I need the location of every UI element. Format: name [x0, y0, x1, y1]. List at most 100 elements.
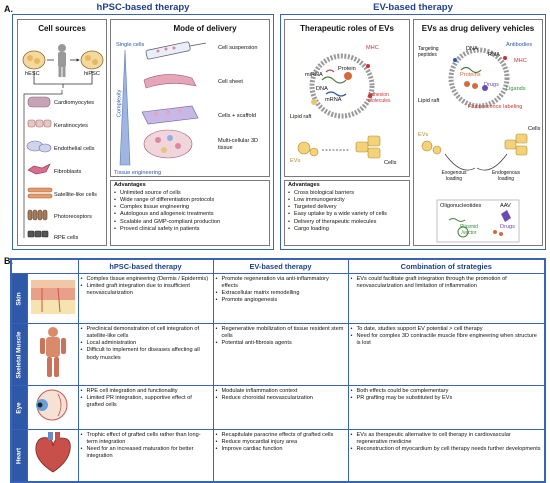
stem-cell-sources-icon	[22, 44, 104, 88]
vehicle-exogenous-label: Exogenous loading	[441, 170, 467, 182]
list-item: Reconstruction of myocardium by cell the…	[351, 446, 543, 453]
list-item: Need for complex 3D contractile muscle f…	[351, 333, 543, 347]
row-label: Heart	[15, 447, 23, 464]
roles-adhesion-label: Adhesion molecules	[368, 92, 391, 104]
heart-combo-cell: EVs as therapeutic alternative to cell t…	[347, 429, 546, 483]
eye-hpsc-cell: RPE cell integration and functionality L…	[77, 385, 214, 430]
list-item: Need for an increased maturation for bet…	[81, 446, 211, 460]
row-header-heart: Heart	[10, 429, 28, 483]
skin-icon	[30, 280, 75, 314]
cell-type-endothelial: Endothelial cells	[54, 146, 95, 152]
table-row: Eye RPE cell integration and functionali…	[10, 385, 546, 430]
col-header-combo: Combination of strategies	[347, 258, 546, 274]
list-item: Promote angiogenesis	[216, 297, 346, 304]
hipsc-label: hiPSC	[84, 71, 100, 77]
header-spacer	[27, 259, 78, 274]
list-item: Reduce choroidal neovascularization	[216, 395, 346, 402]
panel-a-letter: A.	[4, 4, 13, 14]
advantage-item: Proved clinical safety in patients	[114, 226, 269, 233]
ev-panel	[280, 14, 546, 250]
delivery-box	[110, 19, 270, 177]
advantage-item: Wide range of differentiation protocols	[114, 197, 269, 204]
list-item: To date, studies support EV potential > …	[351, 326, 543, 333]
advantage-item: Scalable and GMP-compliant production	[114, 219, 269, 226]
list-item: Reduce myocardial injury area	[216, 439, 346, 446]
list-item: PR grafting may be substituted by EVs	[351, 395, 543, 402]
cell-type-keratinocytes: Keratinocytes	[54, 123, 88, 129]
delivery-title: Mode of delivery	[173, 24, 237, 33]
list-item: Both effects could be complementary	[351, 388, 543, 395]
header-spacer	[11, 259, 27, 274]
eye-combo-cell: Both effects could be complementary PR g…	[347, 385, 546, 430]
advantage-item: Unlimited source of cells	[114, 190, 269, 197]
list-item: Potential anti-fibrosis agents	[216, 340, 346, 347]
table-row: Skin Complex tissue engineering (Dermis …	[10, 273, 546, 324]
ev-title: EV-based therapy	[373, 2, 453, 13]
panel-b-letter: B.	[4, 256, 13, 266]
advantage-item: Low immunogenicity	[288, 197, 410, 204]
vehicle-proteins-label: Proteins	[460, 72, 481, 78]
heart-hpsc-cell: Trophic effect of grafted cells rather t…	[77, 429, 214, 483]
mode-cells-scaffold: Cells + scaffold	[218, 113, 256, 119]
advantages-left-list: Unlimited source of cells Wide range of …	[114, 190, 269, 233]
roles-title: Therapeutic roles of EVs	[300, 24, 394, 33]
advantage-item: Targeted delivery	[288, 204, 410, 211]
advantage-item: Cargo loading	[288, 226, 410, 233]
list-item: Modulate inflammation context	[216, 388, 346, 395]
hpsc-panel	[12, 14, 274, 250]
list-item: Extracellular matrix remodelling	[216, 290, 346, 297]
ev-roles-illustration	[297, 53, 381, 159]
list-item: EVs as therapeutic alternative to cell t…	[351, 432, 543, 446]
list-item: Difficult to implement for diseases affe…	[81, 347, 211, 361]
cell-sources-box	[17, 19, 107, 246]
list-item: Regenerative mobilization of tissue resi…	[216, 326, 346, 340]
heart-ev-cell: Recapitulate paracrine effects of grafte…	[212, 429, 349, 483]
vehicle-lipid-raft-label: Lipid raft	[418, 98, 440, 104]
list-item: RPE cell integration and functionality	[81, 388, 211, 395]
muscle-body-icon	[39, 327, 66, 377]
list-item: Recapitulate paracrine effects of grafte…	[216, 432, 346, 439]
table-row: Skeletal Muscle Preclinical demonstratio…	[10, 323, 546, 386]
row-header-skin: Skin	[10, 273, 28, 324]
list-item: Limited graft integration due to insuffi…	[81, 283, 211, 297]
vehicles-box	[413, 19, 543, 246]
vehicle-oligo-label: Oligonucleotides	[440, 203, 482, 209]
delivery-illustrations	[141, 41, 207, 159]
advantage-item: Complex tissue engineering	[114, 204, 269, 211]
vehicle-endogenous-label: Endogenous loading	[491, 170, 521, 182]
muscle-hpsc-cell: Preclinical demonstration of cell integr…	[77, 323, 214, 386]
muscle-image	[26, 323, 79, 386]
mode-cell-suspension: Cell suspension	[218, 45, 258, 51]
advantages-right-title: Advantages	[288, 182, 320, 188]
tissue-engineering-label: Tissue engineering	[114, 170, 162, 176]
advantages-left-box	[110, 180, 270, 246]
vehicle-aav-label: AAV	[500, 203, 511, 209]
complexity-wedge	[119, 50, 131, 166]
list-item: EVs could facilitate graft integration t…	[351, 276, 543, 290]
vehicle-drugs2-label: Drugs	[500, 224, 515, 230]
roles-evs-label: EVs	[290, 158, 301, 164]
vehicle-cells-label: Cells	[528, 126, 541, 132]
roles-protein-label: Protein	[338, 66, 356, 72]
vehicle-plasmid-label: Plasmid /vector	[460, 224, 478, 236]
cell-sources-title: Cell sources	[38, 24, 86, 33]
advantage-item: Easy uptake by a wide variety of cells	[288, 211, 410, 218]
heart-image	[26, 429, 79, 483]
roles-mirna-label: miRNA	[305, 72, 323, 78]
eye-image	[26, 385, 79, 430]
cell-type-fibroblasts: Fibroblasts	[54, 169, 82, 175]
heart-icon	[34, 432, 71, 473]
row-label: Skin	[15, 291, 23, 306]
vehicle-drugs-label: Drugs	[484, 82, 499, 88]
cell-type-cardiomyocytes: Cardiomyocytes	[54, 100, 95, 106]
list-item: Local administration	[81, 340, 211, 347]
roles-lipid-raft-label: Lipid raft	[290, 114, 312, 120]
ev-vehicle-illustration	[421, 47, 528, 243]
vehicle-antibodies-label: Antibodies	[506, 42, 533, 48]
list-item: Improve cardiac function	[216, 446, 346, 453]
skin-combo-cell: EVs could facilitate graft integration t…	[347, 273, 546, 324]
skin-image	[26, 273, 79, 324]
cell-type-photoreceptors: Photoreceptors	[54, 214, 92, 220]
roles-mrna-label: mRNA	[325, 97, 342, 103]
list-item: Limited PR integration, supportive effec…	[81, 395, 211, 409]
